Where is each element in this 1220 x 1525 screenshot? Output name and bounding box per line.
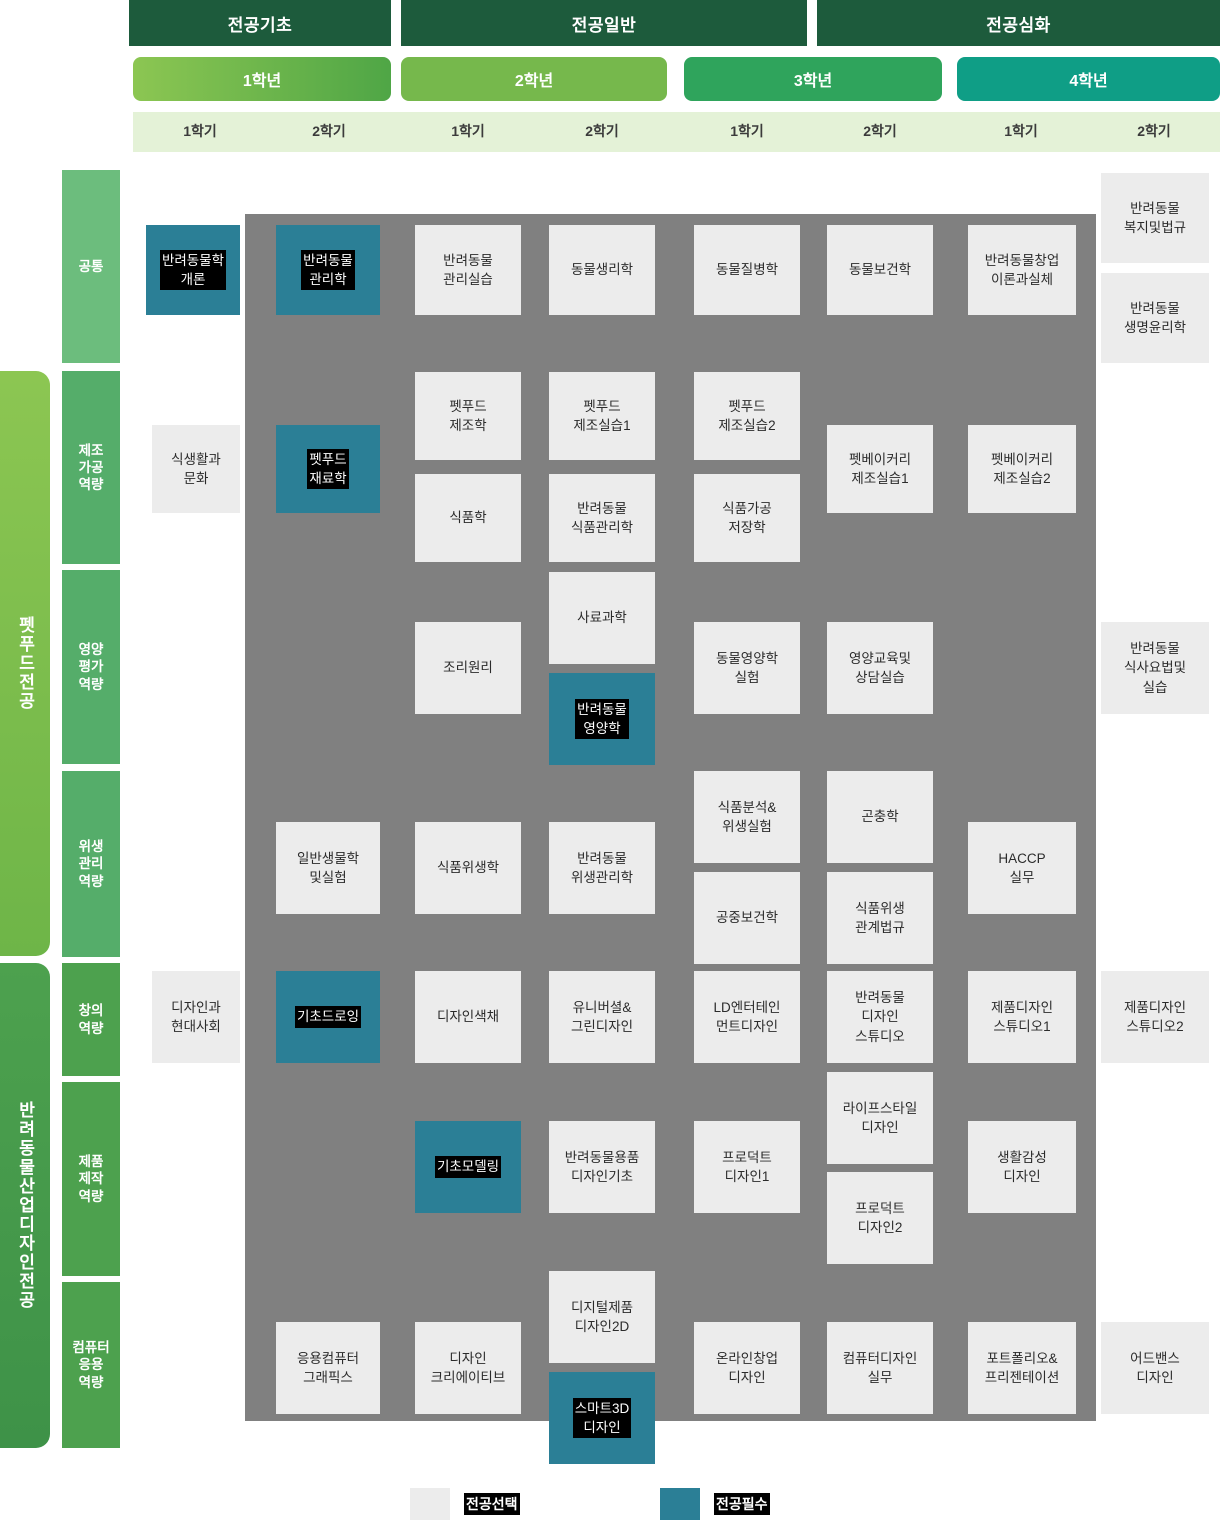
- course-box[interactable]: 프로덕트 디자인1: [694, 1121, 800, 1213]
- competency-bar-creativity: 창의 역량: [62, 963, 120, 1076]
- course-box[interactable]: 식품위생학: [415, 822, 521, 914]
- course-box[interactable]: 어드밴스 디자인: [1101, 1322, 1209, 1414]
- year-bar-1: 1학년: [133, 57, 391, 101]
- legend-label-elective: 전공선택: [464, 1493, 520, 1515]
- course-box[interactable]: 식품가공 저장학: [694, 474, 800, 562]
- track-label: 전공심화: [986, 15, 1051, 35]
- course-box[interactable]: 공중보건학: [694, 872, 800, 964]
- course-box[interactable]: 펫베이커리 제조실습1: [827, 425, 933, 513]
- course-box[interactable]: 영양교육및 상담실습: [827, 622, 933, 714]
- course-box[interactable]: 식품위생 관계법규: [827, 872, 933, 964]
- course-box[interactable]: 라이프스타일 디자인: [827, 1072, 933, 1164]
- track-label: 전공일반: [571, 15, 637, 35]
- year-bar-2: 2학년: [401, 57, 667, 101]
- course-box[interactable]: 펫베이커리 제조실습2: [968, 425, 1076, 513]
- competency-bar-common: 공통: [62, 170, 120, 363]
- course-box[interactable]: 프로덕트 디자인2: [827, 1172, 933, 1264]
- course-box[interactable]: LD엔터테인 먼트디자인: [694, 971, 800, 1063]
- course-box[interactable]: 동물영양학 실험: [694, 622, 800, 714]
- year-label: 3학년: [793, 73, 833, 90]
- course-box[interactable]: 제품디자인 스튜디오1: [968, 971, 1076, 1063]
- course-box[interactable]: 사료과학: [549, 572, 655, 664]
- course-box[interactable]: 반려동물 위생관리학: [549, 822, 655, 914]
- course-box[interactable]: 디지털제품 디자인2D: [549, 1271, 655, 1363]
- course-box[interactable]: 펫푸드 제조학: [415, 372, 521, 460]
- course-box[interactable]: 응용컴퓨터 그래픽스: [276, 1322, 380, 1414]
- course-box[interactable]: 반려동물 복지및법규: [1101, 173, 1209, 263]
- course-box[interactable]: 식품학: [415, 474, 521, 562]
- course-box[interactable]: 반려동물 영양학: [549, 673, 655, 765]
- semester-strip: [133, 112, 1220, 152]
- course-box[interactable]: 컴퓨터디자인 실무: [827, 1322, 933, 1414]
- major-bar-petfood: 펫푸드전공: [0, 371, 50, 956]
- year-label: 4학년: [1069, 73, 1108, 90]
- course-box[interactable]: 펫푸드 재료학: [276, 425, 380, 513]
- year-bar-3: 3학년: [684, 57, 942, 101]
- course-box[interactable]: 동물보건학: [827, 225, 933, 315]
- course-box[interactable]: 조리원리: [415, 622, 521, 714]
- competency-bar-nutrition: 영양 평가 역량: [62, 570, 120, 764]
- course-box[interactable]: 반려동물학 개론: [146, 225, 240, 315]
- competency-bar-computer: 컴퓨터 응용 역량: [62, 1282, 120, 1448]
- course-box[interactable]: 반려동물 식사요법및 실습: [1101, 622, 1209, 714]
- course-box[interactable]: 디자인색채: [415, 971, 521, 1063]
- course-box[interactable]: 동물생리학: [549, 225, 655, 315]
- legend-required: 전공필수: [660, 1488, 770, 1520]
- course-box[interactable]: 온라인창업 디자인: [694, 1322, 800, 1414]
- competency-bar-hygiene: 위생 관리 역량: [62, 771, 120, 957]
- course-box[interactable]: 유니버셜& 그린디자인: [549, 971, 655, 1063]
- major-bar-design: 반려동물산업디자인전공: [0, 963, 50, 1448]
- course-box[interactable]: 디자인과 현대사회: [152, 971, 240, 1063]
- course-box[interactable]: 펫푸드 제조실습1: [549, 372, 655, 460]
- semester-label-y3s2: 2학기: [863, 123, 897, 139]
- track-bar-general: 전공일반: [401, 0, 807, 46]
- semester-label-y2s2: 2학기: [585, 123, 619, 139]
- semester-label-y4s2: 2학기: [1137, 123, 1171, 139]
- course-box[interactable]: 디자인 크리에이티브: [415, 1322, 521, 1414]
- course-box[interactable]: 반려동물 식품관리학: [549, 474, 655, 562]
- course-box[interactable]: 일반생물학 및실험: [276, 822, 380, 914]
- track-label: 전공기초: [227, 15, 293, 35]
- semester-label-y1s1: 1학기: [183, 123, 217, 139]
- competency-bar-production: 제품 제작 역량: [62, 1082, 120, 1276]
- course-box[interactable]: 생활감성 디자인: [968, 1121, 1076, 1213]
- course-box[interactable]: 펫푸드 제조실습2: [694, 372, 800, 460]
- year-label: 2학년: [514, 73, 554, 90]
- year-label: 1학년: [242, 73, 282, 90]
- track-bar-advanced: 전공심화: [817, 0, 1220, 46]
- semester-label-y4s1: 1학기: [1004, 123, 1038, 139]
- competency-bar-manufacturing: 제조 가공 역량: [62, 371, 120, 564]
- semester-label-y1s2: 2학기: [312, 123, 346, 139]
- legend-swatch-required: [660, 1488, 700, 1520]
- course-box[interactable]: 반려동물창업 이론과실체: [968, 225, 1076, 315]
- course-box[interactable]: 기초드로잉: [276, 971, 380, 1063]
- legend-elective: 전공선택: [410, 1488, 520, 1520]
- legend-swatch-elective: [410, 1488, 450, 1520]
- year-bar-4: 4학년: [957, 57, 1220, 101]
- legend-label-required: 전공필수: [714, 1493, 770, 1515]
- course-box[interactable]: 식품분석& 위생실험: [694, 771, 800, 863]
- course-box[interactable]: 반려동물 관리실습: [415, 225, 521, 315]
- semester-label-y2s1: 1학기: [451, 123, 485, 139]
- semester-label-y3s1: 1학기: [730, 123, 764, 139]
- grid-backdrop: [245, 214, 1096, 1421]
- course-box[interactable]: 반려동물 관리학: [276, 225, 380, 315]
- course-box[interactable]: HACCP 실무: [968, 822, 1076, 914]
- course-box[interactable]: 반려동물 디자인 스튜디오: [827, 971, 933, 1063]
- track-bar-basic: 전공기초: [129, 0, 391, 46]
- course-box[interactable]: 포트폴리오& 프리젠테이션: [968, 1322, 1076, 1414]
- course-box[interactable]: 기초모델링: [415, 1121, 521, 1213]
- course-box[interactable]: 곤충학: [827, 771, 933, 863]
- course-box[interactable]: 스마트3D 디자인: [549, 1372, 655, 1464]
- course-box[interactable]: 반려동물 생명윤리학: [1101, 273, 1209, 363]
- course-box[interactable]: 제품디자인 스튜디오2: [1101, 971, 1209, 1063]
- course-box[interactable]: 동물질병학: [694, 225, 800, 315]
- course-box[interactable]: 반려동물용품 디자인기초: [549, 1121, 655, 1213]
- course-box[interactable]: 식생활과 문화: [152, 425, 240, 513]
